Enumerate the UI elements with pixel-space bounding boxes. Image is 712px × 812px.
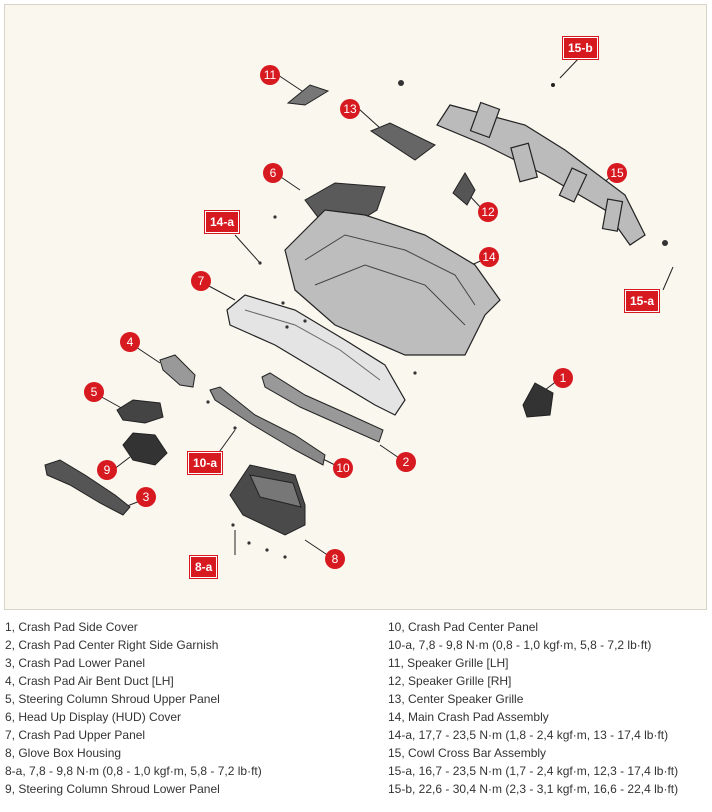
legend-item: 3, Crash Pad Lower Panel [5,656,146,670]
callout-11: 11 [260,65,280,85]
legend-item: 9, Steering Column Shroud Lower Panel [5,782,220,796]
callout-5: 5 [84,382,104,402]
callout-7: 7 [191,271,211,291]
callout-9: 9 [97,460,117,480]
legend-column-right: 10, Crash Pad Center Panel 10-a, 7,8 - 9… [388,618,678,798]
legend-item: 7, Crash Pad Upper Panel [5,728,146,742]
legend-item: 15-a, 16,7 - 23,5 N·m (1,7 - 2,4 kgf·m, … [388,764,679,778]
callout-13: 13 [340,99,360,119]
callout-15: 15 [607,163,627,183]
callout-6: 6 [263,163,283,183]
legend-item: 1, Crash Pad Side Cover [5,620,138,634]
callout-14-a: 14-a [203,210,241,234]
legend-item: 11, Speaker Grille [LH] [388,656,509,670]
legend-item: 8-a, 7,8 - 9,8 N·m (0,8 - 1,0 kgf·m, 5,8… [5,764,262,778]
callout-3: 3 [136,487,156,507]
parts-drawing [44,56,674,559]
legend-item: 5, Steering Column Shroud Upper Panel [5,692,220,706]
callout-8-a: 8-a [188,555,219,579]
legend-item: 12, Speaker Grille [RH] [388,674,512,688]
legend-item: 14-a, 17,7 - 23,5 N·m (1,8 - 2,4 kgf·m, … [388,728,669,742]
callout-2: 2 [396,452,416,472]
legend-column-left: 1, Crash Pad Side Cover 2, Crash Pad Cen… [5,618,262,798]
legend-item: 8, Glove Box Housing [5,746,122,760]
legend-item: 10, Crash Pad Center Panel [388,620,539,634]
callout-1: 1 [553,368,573,388]
callout-15-b: 15-b [562,36,599,60]
legend-item: 14, Main Crash Pad Assembly [388,710,549,724]
legend-item: 13, Center Speaker Grille [388,692,524,706]
legend-item: 4, Crash Pad Air Bent Duct [LH] [5,674,174,688]
parts-legend: 1, Crash Pad Side Cover 2, Crash Pad Cen… [0,618,712,808]
legend-item: 15, Cowl Cross Bar Assembly [388,746,547,760]
callout-14: 14 [479,247,499,267]
legend-item: 2, Crash Pad Center Right Side Garnish [5,638,219,652]
legend-item: 15-b, 22,6 - 30,4 N·m (2,3 - 3,1 kgf·m, … [388,782,679,796]
callout-12: 12 [478,202,498,222]
callout-8: 8 [325,549,345,569]
legend-item: 10-a, 7,8 - 9,8 N·m (0,8 - 1,0 kgf·m, 5,… [388,638,652,652]
legend-item: 6, Head Up Display (HUD) Cover [5,710,182,724]
callout-10-a: 10-a [186,451,224,475]
callout-10: 10 [333,458,353,478]
exploded-parts-diagram: 11 13 6 12 15 14 7 1 4 5 9 2 10 3 8 15-b… [4,4,707,610]
callout-15-a: 15-a [623,289,661,313]
callout-4: 4 [120,332,140,352]
